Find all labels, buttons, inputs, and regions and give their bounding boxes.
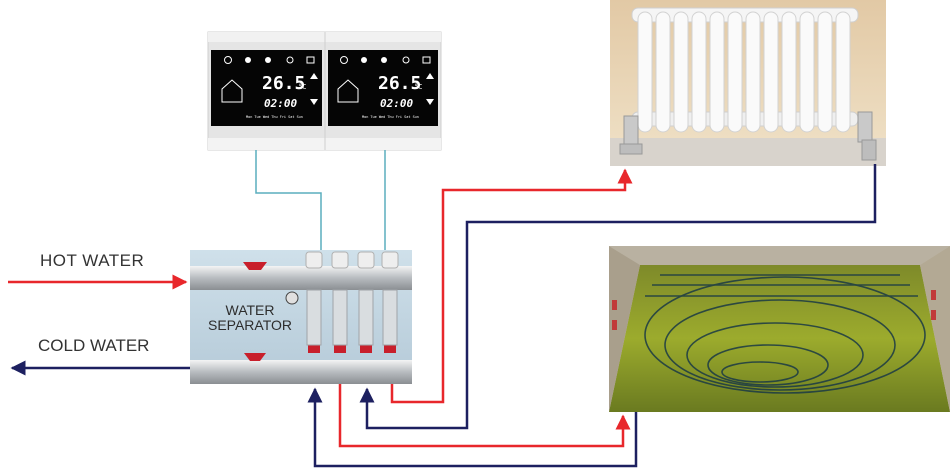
underfloor-heating-image (609, 246, 950, 412)
cold-pipe-from-radiator (359, 164, 877, 430)
water-separator-label-line2: SEPARATOR (207, 317, 293, 333)
thermostat-right-time: 02:00 (380, 97, 413, 110)
thermostat-group: 26.5 °C 02:00 Mon Tue Wed Thu Fri Sat Su… (207, 31, 442, 151)
thermostat-left-time: 02:00 (264, 97, 297, 110)
cold-water-label: COLD WATER (38, 336, 150, 355)
cold-pipe-from-floor (307, 387, 638, 468)
thermostat-left: 26.5 °C 02:00 Mon Tue Wed Thu Fri Sat Su… (211, 50, 322, 126)
thermostat-right: 26.5 °C 02:00 Mon Tue Wed Thu Fri Sat Su… (328, 50, 438, 126)
hot-pipe-to-radiator (390, 168, 633, 404)
water-separator-label: WATER SEPARATOR (190, 303, 310, 333)
water-separator-image (190, 250, 412, 384)
thermostat-right-temp: 26.5 (378, 73, 421, 94)
radiator-image (610, 0, 886, 166)
hot-water-label: HOT WATER (40, 251, 145, 270)
thermostat-left-temp: 26.5 (262, 73, 305, 94)
thermostat-right-days: Mon Tue Wed Thu Fri Sat Sun (362, 115, 419, 119)
thermostat-right-unit: °C (414, 83, 422, 91)
thermostat-left-unit: °C (298, 83, 306, 91)
water-separator-label-line1: WATER (225, 302, 275, 318)
thermostat-wires (255, 150, 386, 252)
thermostat-left-days: Mon Tue Wed Thu Fri Sat Sun (246, 115, 303, 119)
hot-pipe-to-floor (338, 384, 631, 448)
